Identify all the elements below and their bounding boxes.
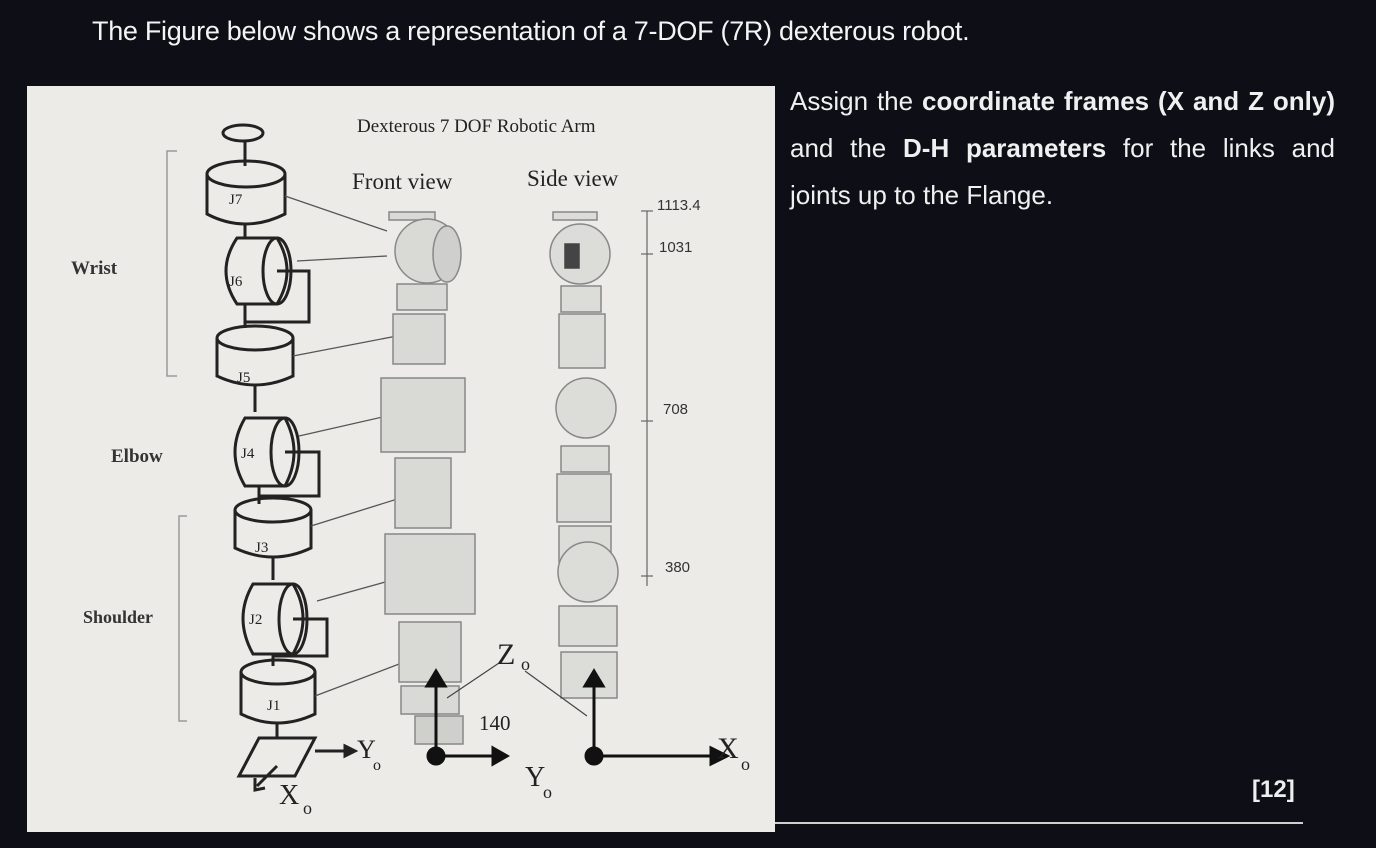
axis-xo-right-sub: o	[741, 754, 750, 774]
joint-j7-label: J7	[229, 192, 243, 208]
instruction-bold-frames: coordinate frames (X and Z only)	[922, 86, 1336, 116]
dim-140-label: 140	[479, 711, 511, 735]
instruction-bold-dh: D-H parameters	[903, 133, 1107, 163]
dim-380-label: 380	[665, 559, 690, 576]
dim-1031-label: 1031	[659, 239, 692, 256]
side-view-label: Side view	[527, 166, 619, 191]
joint-j3-icon	[233, 496, 313, 559]
group-shoulder-label: Shoulder	[83, 607, 153, 627]
axis-yo-left-sub: o	[373, 757, 381, 774]
joint-j2-icon	[241, 582, 329, 658]
front-view-label: Front view	[352, 169, 453, 194]
joint-j7-icon	[205, 159, 287, 226]
joint-j5-label: J5	[237, 370, 250, 386]
dim-1113-label: 1113.4	[657, 197, 701, 214]
front-view-robot	[380, 211, 476, 745]
joint-j1-label: J1	[267, 698, 280, 714]
axis-yo-mid-sub: o	[543, 782, 552, 802]
axis-xo-left-sub: o	[303, 798, 312, 818]
axis-xo-right-label: X	[717, 732, 739, 765]
joint-j5-icon	[215, 324, 295, 387]
axis-yo-mid-label: Y	[525, 762, 545, 793]
joint-j4-icon	[233, 416, 321, 498]
side-view-robot	[549, 211, 619, 699]
base-plate-icon	[236, 736, 318, 778]
axis-xo-left-label: X	[279, 780, 299, 811]
group-elbow-label: Elbow	[111, 446, 163, 467]
joint-j6-label: J6	[229, 274, 243, 290]
instruction-part: Assign the	[790, 86, 914, 116]
group-wrist-label: Wrist	[71, 258, 118, 279]
instruction-part: and the	[790, 133, 887, 163]
question-heading: The Figure below shows a representation …	[92, 16, 970, 46]
joint-j6-icon	[224, 236, 311, 324]
axis-zo-sub: o	[521, 654, 530, 674]
joint-j3-label: J3	[255, 540, 268, 556]
robot-figure: Dexterous 7 DOF Robotic Arm Front view S…	[27, 86, 775, 832]
figure-title: Dexterous 7 DOF Robotic Arm	[357, 116, 596, 137]
marks-label: [12]	[1252, 776, 1295, 803]
instruction-text: Assign the coordinate frames (X and Z on…	[790, 78, 1335, 219]
robot-diagram: Dexterous 7 DOF Robotic Arm Front view S…	[71, 116, 750, 818]
axis-zo-label: Z	[497, 638, 515, 671]
dim-708-label: 708	[663, 401, 688, 418]
joint-j2-label: J2	[249, 612, 262, 628]
flange-icon	[221, 123, 265, 143]
instruction-part: for the links and joints up to the Flang…	[790, 133, 1335, 210]
joint-j1-icon	[239, 658, 317, 725]
joint-j4-label: J4	[241, 446, 255, 462]
axis-yo-left-label: Y	[357, 735, 376, 764]
